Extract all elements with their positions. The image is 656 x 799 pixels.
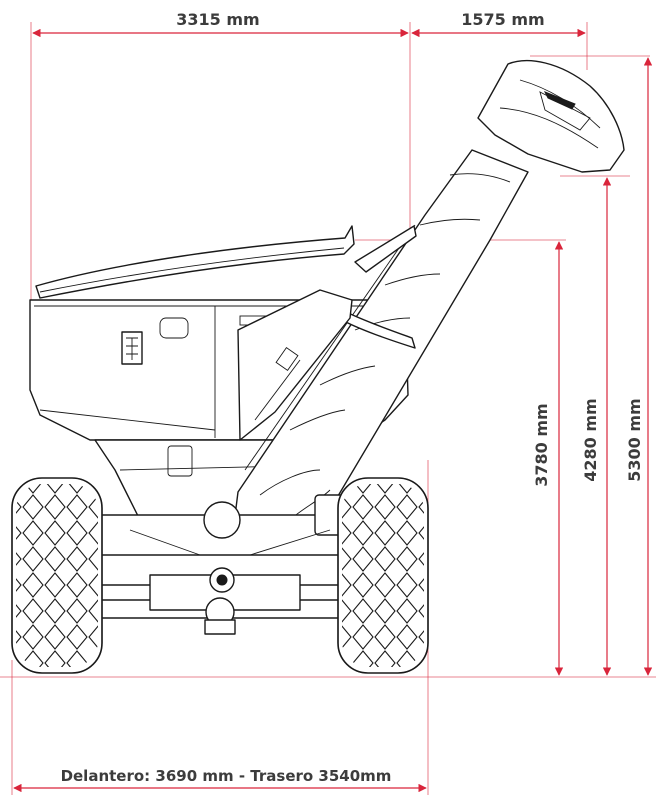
dimension-height-4280: 4280 mm — [581, 177, 612, 676]
dimension-height-5300: 5300 mm — [625, 57, 653, 676]
dimension-height-4280-label: 4280 mm — [581, 398, 600, 481]
hopper-lid — [35, 225, 355, 299]
dimension-track-width-label: Delantero: 3690 mm - Trasero 3540mm — [61, 767, 392, 785]
dimension-top-right-label: 1575 mm — [461, 10, 544, 29]
dimension-track-width: Delantero: 3690 mm - Trasero 3540mm — [13, 767, 427, 793]
dimension-height-5300-label: 5300 mm — [625, 398, 644, 481]
right-tire — [337, 477, 429, 674]
dimension-height-3780: 3780 mm — [532, 241, 564, 676]
chassis — [87, 494, 379, 635]
spout-head — [477, 59, 625, 173]
dimension-top-right: 1575 mm — [411, 10, 586, 38]
spout-support-arm — [354, 225, 417, 273]
dimension-top-left-label: 3315 mm — [176, 10, 259, 29]
dimension-height-3780-label: 3780 mm — [532, 403, 551, 486]
auger-tube — [231, 149, 529, 573]
dimension-top-left: 3315 mm — [32, 10, 409, 38]
grain-cart-drawing — [11, 59, 625, 674]
left-tire — [11, 477, 103, 674]
